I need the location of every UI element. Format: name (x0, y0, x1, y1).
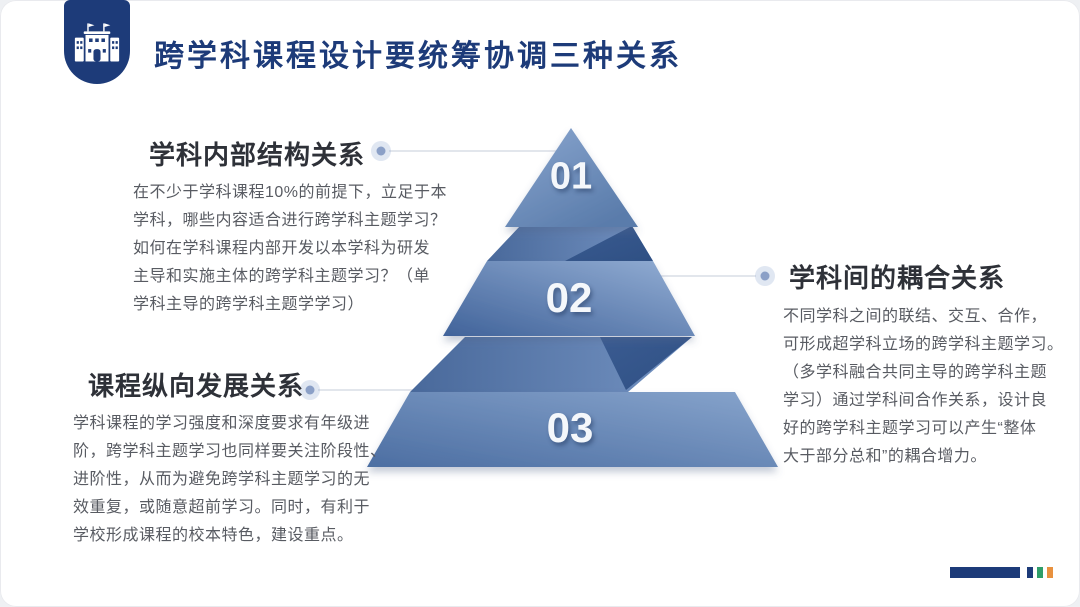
connector-internal (371, 141, 560, 161)
pyramid-tier-1 (505, 128, 638, 227)
connector-vertical (300, 380, 415, 400)
fold-shadow-1 (565, 226, 653, 261)
footer-accent-square-green (1037, 567, 1043, 578)
connector-dot (305, 385, 315, 395)
section-heading-coupling: 学科间的耦合关系 (789, 264, 1006, 293)
pyramid-level-3-label: 03 (546, 404, 594, 451)
section-body-internal-structure: 在不少于学科课程10%的前提下，立足于本 学科，哪些内容适合进行跨学科主题学习？… (133, 184, 448, 313)
pyramid-shapes (367, 128, 778, 467)
section-heading-vertical-development: 课程纵向发展关系 (88, 372, 305, 401)
pyramid-level-1-label: 01 (549, 155, 593, 198)
pyramid-level-2-label: 02 (545, 274, 593, 321)
section-heading-internal-structure: 学科内部结构关系 (149, 141, 366, 170)
fold-shadow-2 (600, 337, 692, 390)
school-building-icon (74, 23, 120, 62)
connector-dot (760, 271, 770, 281)
pyramid-tier-2 (443, 261, 695, 336)
section-body-coupling: 不同学科之间的联结、交互、合作， 可形成超学科立场的跨学科主题学习。 （多学科融… (783, 308, 1064, 465)
page-title: 跨学科课程设计要统筹协调三种关系 (154, 40, 682, 73)
footer-accent-square-orange (1047, 567, 1053, 578)
connector-dot (376, 146, 386, 156)
section-body-vertical-development: 学科课程的学习强度和深度要求有年级进 阶，跨学科主题学习也同样要关注阶段性、 进… (73, 415, 387, 544)
connector-coupling (646, 266, 775, 286)
footer-accent-square-navy (1027, 567, 1033, 578)
title-badge (64, 0, 130, 84)
pyramid-tier-3 (367, 392, 778, 467)
footer-accent-bar (950, 567, 1020, 578)
